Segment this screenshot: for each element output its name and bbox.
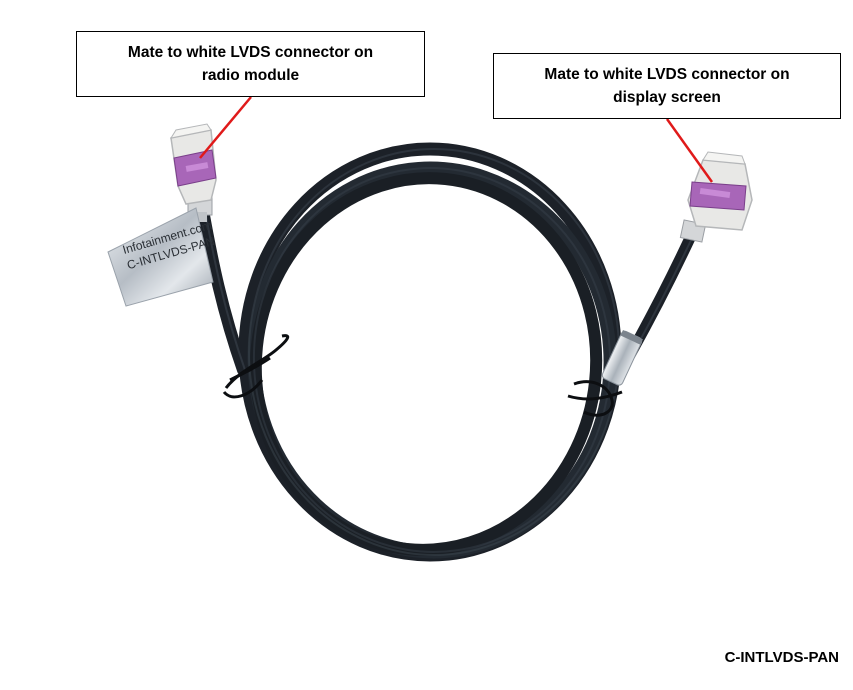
callout-radio-module: Mate to white LVDS connector on radio mo… [76, 31, 425, 97]
left-cable-lead [197, 204, 249, 376]
callout-display-screen: Mate to white LVDS connector on display … [493, 53, 841, 119]
callout-right-line1: Mate to white LVDS connector on [544, 66, 790, 83]
callout-right-line2: display screen [613, 89, 721, 106]
label-tag: Infotainment.com C-INTLVDS-PAN [107, 207, 216, 307]
cable-ferrule [601, 330, 643, 386]
leader-lines [199, 96, 714, 183]
callout-left-line2: radio module [201, 67, 300, 84]
twist-tie-left [222, 334, 290, 399]
lvds-connector-left [169, 123, 217, 222]
cable-coil [238, 142, 622, 562]
leader-line-left [199, 96, 252, 159]
twist-tie-right [567, 380, 623, 417]
leader-line-right [665, 118, 714, 183]
part-number: C-INTLVDS-PAN [724, 649, 839, 666]
lvds-connector-right [679, 151, 753, 243]
callout-left-line1: Mate to white LVDS connector on [127, 44, 374, 61]
